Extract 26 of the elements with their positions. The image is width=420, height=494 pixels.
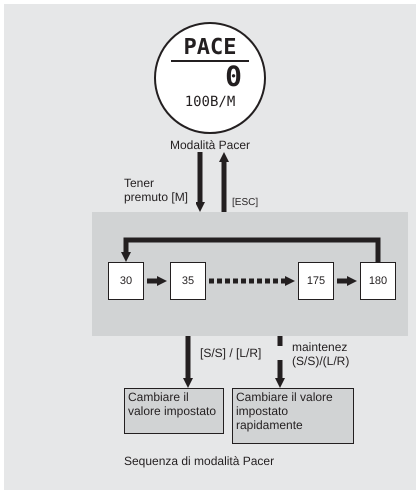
- mode-title: PACE: [171, 36, 249, 62]
- value-box: [170, 262, 206, 300]
- pace-value: 0: [225, 62, 242, 92]
- arrow: [121, 238, 380, 262]
- value-box: [298, 262, 334, 300]
- arrow: [337, 276, 357, 286]
- action-text: Cambiare il valore impostato rapidamente: [236, 390, 333, 432]
- sequence-panel: [92, 212, 408, 336]
- value-text: 175: [306, 274, 326, 289]
- action-box: [232, 388, 354, 444]
- edge-label: Tener premuto [M]: [124, 176, 196, 204]
- caption: Sequenza di modalità Pacer: [124, 453, 274, 470]
- node-caption: Modalità Pacer: [168, 138, 252, 152]
- value-text: 30: [120, 274, 132, 289]
- value-box: [108, 262, 144, 300]
- action-text: Cambiare il valore impostato: [128, 390, 216, 418]
- arrow: [147, 276, 167, 286]
- action-box: [124, 388, 224, 434]
- arrow: [219, 152, 229, 212]
- value-text: 180: [368, 274, 388, 289]
- arrow: [183, 336, 193, 388]
- value-box: [360, 262, 396, 300]
- bpm-readout: 100B/M: [184, 94, 236, 110]
- arrow: [209, 276, 295, 286]
- value-text: 35: [182, 274, 194, 289]
- arrow: [195, 152, 205, 212]
